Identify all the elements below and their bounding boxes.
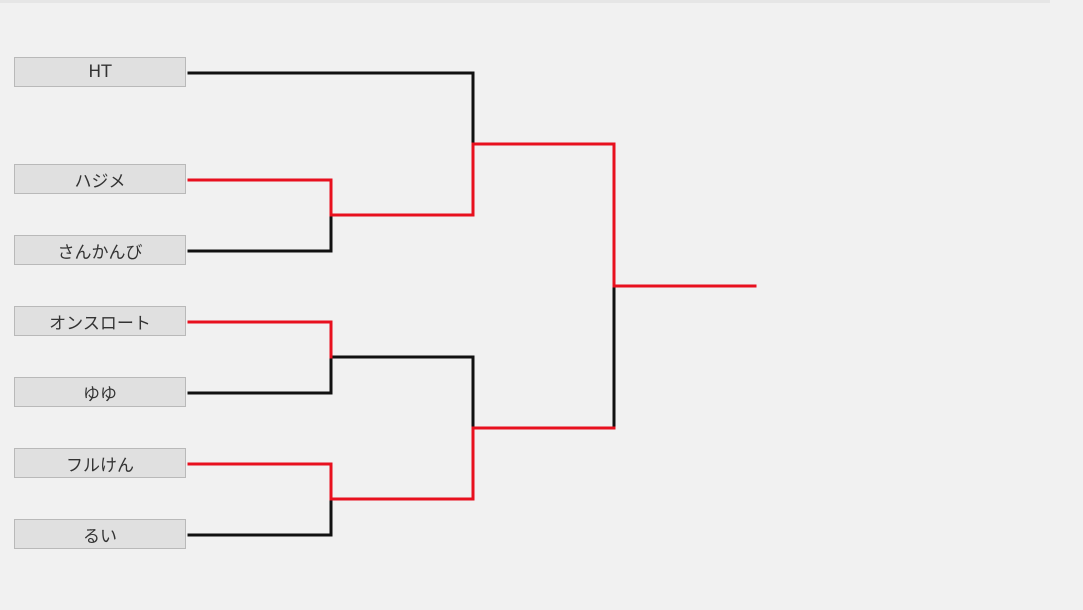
line-semi-top-to-final — [471, 142, 616, 288]
line-team2-to-r1 — [187, 178, 333, 217]
line-r1b-to-semi — [329, 355, 475, 430]
line-team6-to-r1 — [187, 462, 333, 501]
top-divider — [0, 0, 1050, 3]
line-r1a-to-semi — [329, 142, 475, 217]
team-slot-4[interactable]: オンスロート — [14, 306, 186, 336]
team-slot-2[interactable]: ハジメ — [14, 164, 186, 194]
team-slot-5[interactable]: ゆゆ — [14, 377, 186, 407]
team-slot-7[interactable]: るい — [14, 519, 186, 549]
line-team5-to-r1 — [187, 355, 333, 395]
team-slot-6[interactable]: フルけん — [14, 448, 186, 478]
line-team4-to-r1 — [187, 320, 333, 359]
line-semi-bottom-to-final — [471, 284, 616, 430]
team-slot-1[interactable]: HT — [14, 57, 186, 87]
line-team1-to-semi — [187, 71, 475, 146]
line-r1c-to-semi — [329, 426, 475, 501]
line-team7-to-r1 — [187, 497, 333, 537]
team-slot-3[interactable]: さんかんび — [14, 235, 186, 265]
line-team3-to-r1 — [187, 213, 333, 253]
